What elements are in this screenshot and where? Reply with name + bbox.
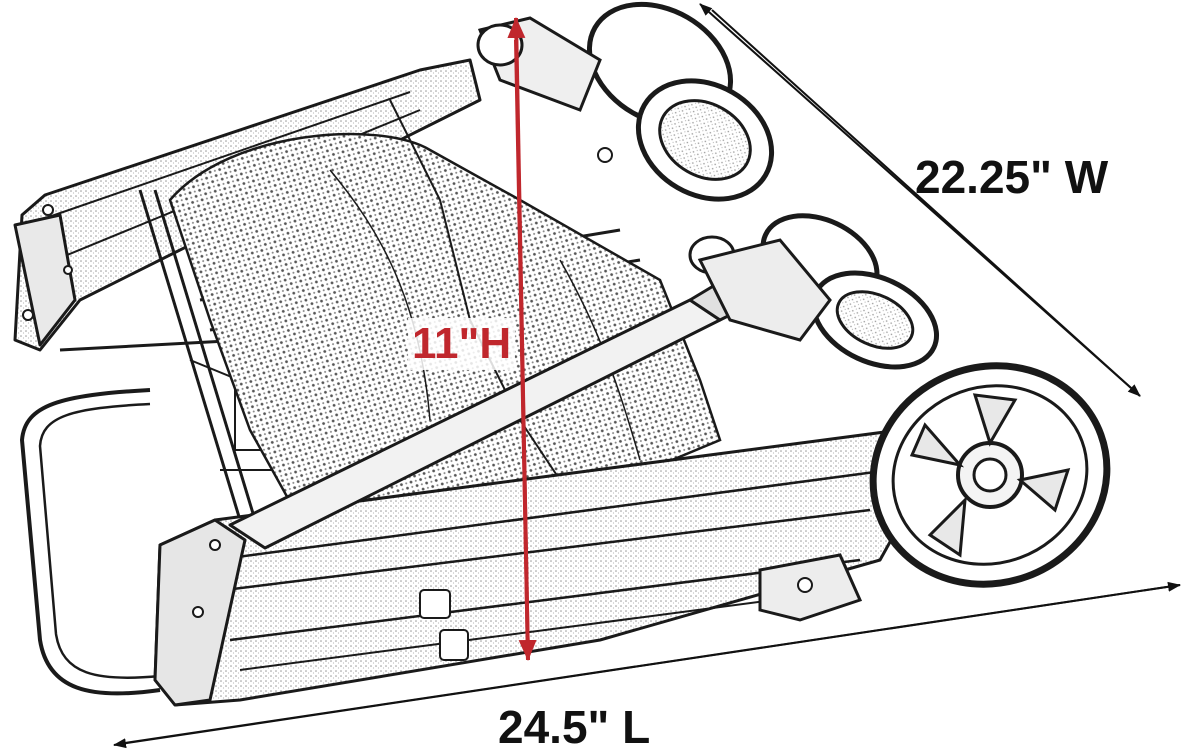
- width-label: 22.25" W: [915, 151, 1109, 203]
- length-label: 24.5" L: [498, 701, 651, 753]
- lower-chassis: [153, 428, 932, 707]
- height-dimension-line-start: [507, 17, 530, 661]
- height-label: 11"H: [408, 318, 516, 370]
- length-dimension-line-start: [113, 584, 1181, 749]
- front-wheel-top: [476, 1, 775, 202]
- width-dimension-line-start: [699, 3, 1141, 397]
- rear-brake-bracket: [758, 553, 863, 622]
- rear-wheel: [869, 362, 1111, 588]
- front-wheel-middle: [697, 213, 940, 370]
- frame-tube-loop: [19, 388, 161, 696]
